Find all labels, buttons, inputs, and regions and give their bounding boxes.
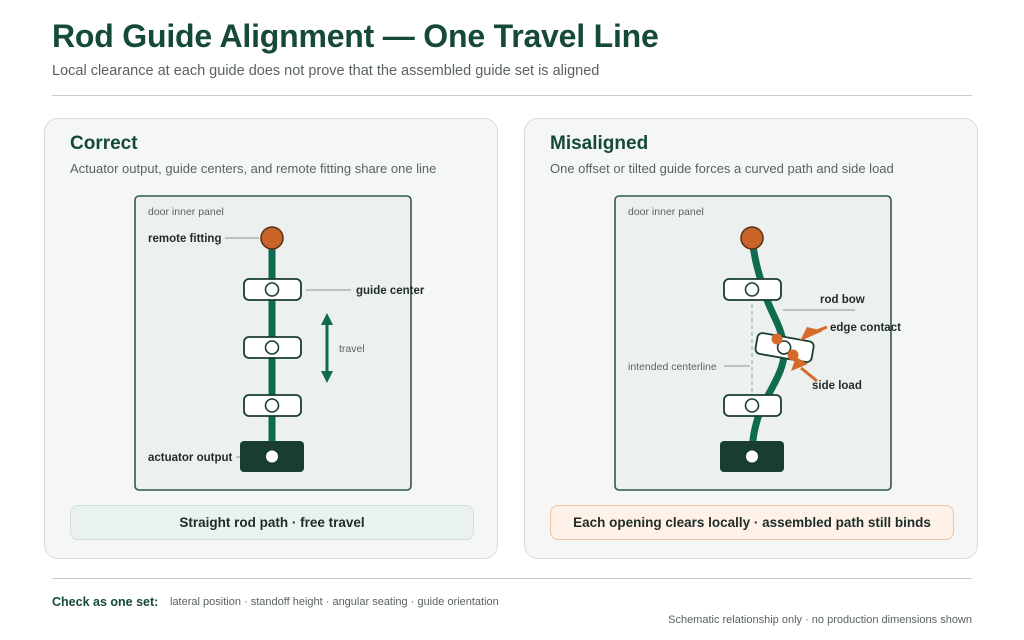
- page-title: Rod Guide Alignment — One Travel Line: [52, 18, 659, 54]
- header-divider: [52, 95, 972, 96]
- misaligned-panel-title: Misaligned: [550, 133, 649, 154]
- actuator-output-label: actuator output: [148, 452, 232, 464]
- footnote: Schematic relationship only · no product…: [668, 614, 972, 626]
- rod-bow-label: rod bow: [820, 294, 865, 306]
- remote-fitting-label: remote fitting: [148, 233, 221, 245]
- edge-contact-label: edge contact: [830, 322, 901, 334]
- correct-panel-subtitle: Actuator output, guide centers, and remo…: [70, 161, 437, 176]
- guide-3: [243, 394, 302, 417]
- guide-1: [243, 278, 302, 301]
- travel-label: travel: [339, 343, 365, 355]
- door-inner-panel-label: door inner panel: [628, 206, 704, 218]
- side-load-arrow: [800, 366, 818, 383]
- misaligned-panel-subtitle: One offset or tilted guide forces a curv…: [550, 161, 894, 176]
- guide-1: [723, 278, 782, 301]
- guide-offset-tilted: [754, 332, 815, 363]
- remote-fitting: [260, 226, 284, 250]
- edge-contact-arrow: [808, 325, 828, 336]
- misaligned-diagram: door inner panel intended centerline: [614, 195, 901, 491]
- page-subtitle: Local clearance at each guide does not p…: [52, 63, 600, 79]
- footer-divider: [52, 578, 972, 579]
- guide-2: [243, 336, 302, 359]
- intended-centerline-label: intended centerline: [628, 361, 717, 373]
- correct-diagram: door inner panel remote fitting guide ce…: [134, 195, 425, 491]
- remote-fitting: [740, 226, 764, 250]
- guide-center-label: guide center: [356, 285, 425, 297]
- check-set-label: Check as one set:: [52, 595, 159, 609]
- door-inner-panel-label: door inner panel: [148, 206, 224, 218]
- actuator-output-pin: [266, 450, 278, 463]
- correct-panel: Correct Actuator output, guide centers, …: [44, 118, 498, 559]
- edge-contact-point: [771, 333, 783, 345]
- misaligned-panel: Misaligned One offset or tilted guide fo…: [524, 118, 978, 559]
- side-load-label: side load: [812, 380, 862, 392]
- side-load-arrowhead: [791, 357, 808, 371]
- guide-3: [723, 394, 782, 417]
- correct-panel-title: Correct: [70, 133, 138, 154]
- door-inner-panel: [614, 195, 892, 491]
- actuator-output-pin: [746, 450, 758, 463]
- correct-callout: Straight rod path · free travel: [70, 505, 474, 540]
- check-set-items: lateral position · standoff height · ang…: [170, 596, 499, 608]
- misaligned-callout: Each opening clears locally · assembled …: [550, 505, 954, 540]
